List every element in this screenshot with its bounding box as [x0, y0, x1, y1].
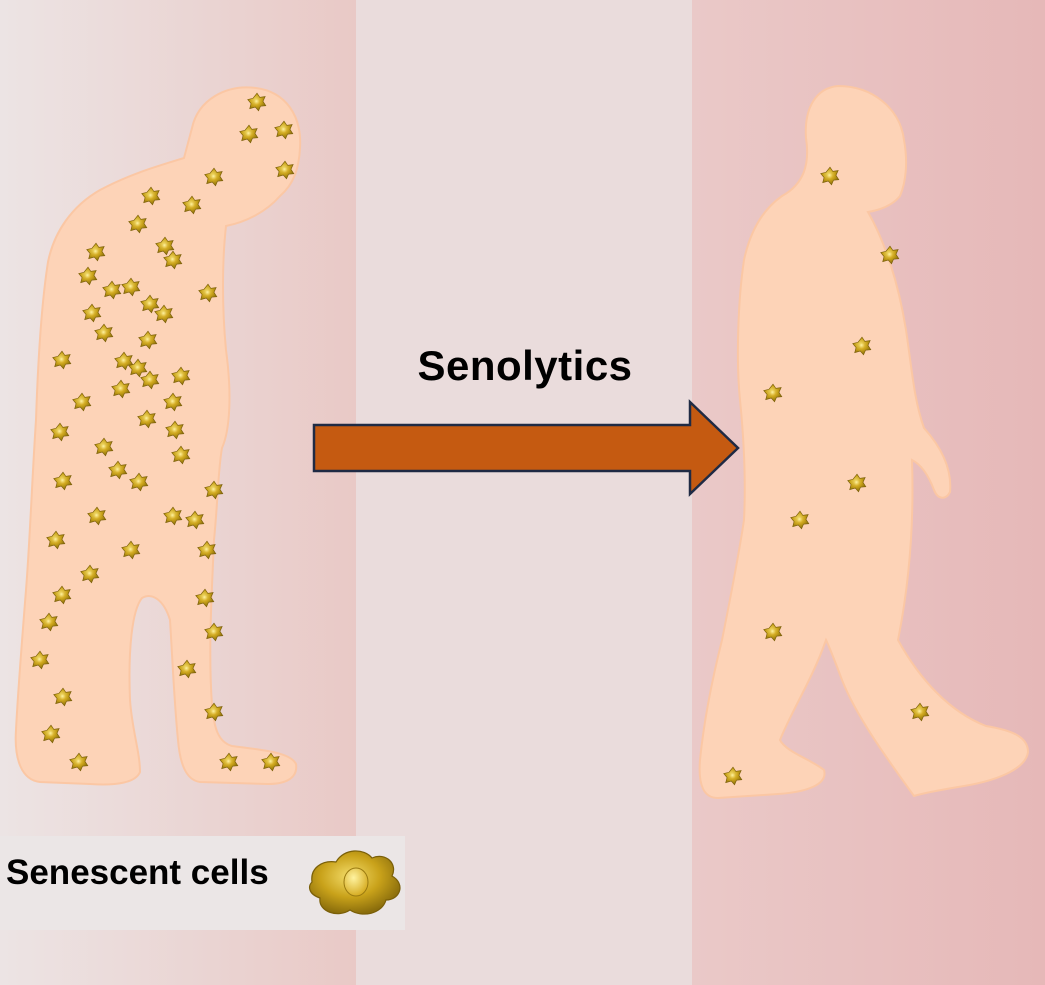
rejuvenated-figure: [698, 84, 1030, 800]
legend-label: Senescent cells: [6, 853, 269, 892]
panel-middle: [356, 0, 692, 985]
aged-figure: [14, 86, 302, 786]
senolytics-arrow: [312, 399, 740, 497]
senolytics-title: Senolytics: [417, 342, 633, 389]
senescent-cell-icon: [309, 850, 401, 915]
